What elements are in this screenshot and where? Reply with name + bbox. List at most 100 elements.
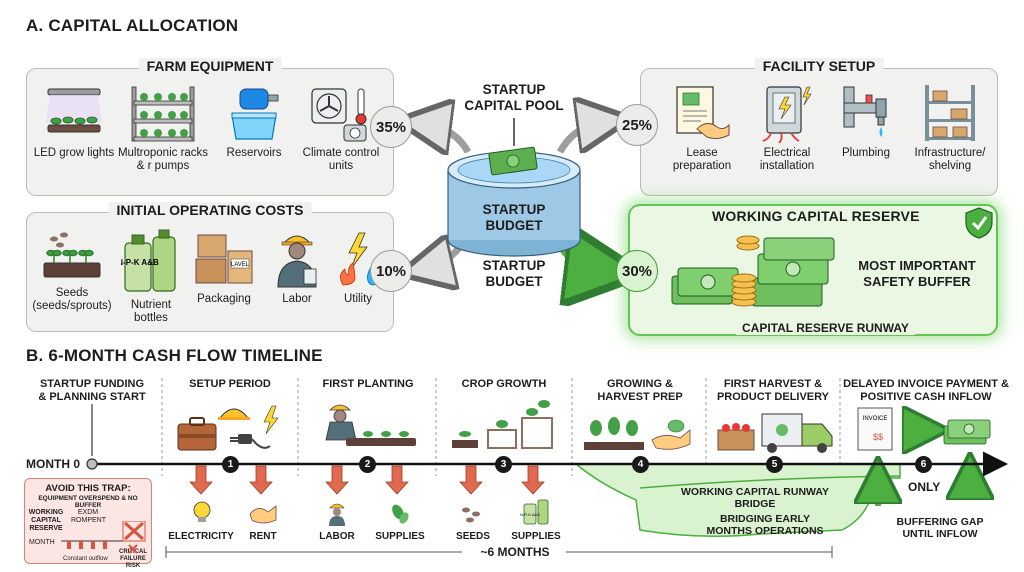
timeline-graphic: INVOICE $$ N-P-K A&B (86, 378, 1008, 558)
timeline-node-2: 2 (359, 456, 376, 473)
facility-setup-percent: 25% (616, 104, 658, 146)
rent-handshake-icon (249, 505, 277, 524)
svg-text:N-P-K A&B: N-P-K A&B (121, 258, 159, 267)
svg-text:LAVEL: LAVEL (231, 262, 250, 268)
reserve-percent: 30% (616, 250, 658, 292)
seeds-icon (462, 507, 480, 523)
bridge-label: WORKING CAPITAL RUNWAY BRIDGE (681, 486, 829, 510)
shelving-icon (925, 85, 975, 141)
hardhat-plug-icon (218, 405, 279, 449)
nutrient-bottle-icon: N-P-K A&B (121, 229, 176, 292)
planting-worker-icon (325, 404, 416, 446)
cost-label-labor: LABOR (319, 531, 355, 542)
reserve-note: MOST IMPORTANT SAFETY BUFFER (858, 258, 976, 289)
allocation-arrows (0, 0, 1024, 345)
supplies-leaf-icon (392, 504, 409, 524)
lease-preparation-item: Lease preparation (661, 83, 743, 173)
shield-check-icon (965, 207, 993, 239)
worker-icon (277, 235, 317, 288)
cost-label-electricity: ELECTRICITY (168, 531, 234, 542)
labor-worker-icon (329, 503, 345, 526)
arrow-to-facility-setup (556, 122, 604, 154)
harvest-delivery-icon (717, 413, 833, 453)
climate-control-icon (311, 88, 367, 142)
led-grow-light-icon (46, 88, 102, 133)
budget-label: STARTUP BUDGET (482, 202, 546, 233)
runway-bridge-area (573, 463, 901, 537)
farm-equipment-title: FARM EQUIPMENT (138, 58, 282, 74)
seeds-item: Seeds (seeds/sprouts) (29, 229, 115, 313)
avoid-trap-box: AVOID THIS TRAP: EQUIPMENT OVERSPEND & N… (24, 478, 152, 569)
reservoirs-item: Reservoirs (215, 85, 293, 160)
svg-text:INVOICE: INVOICE (863, 416, 888, 422)
pool-title: STARTUP CAPITAL POOL (464, 82, 564, 113)
svg-text:$$: $$ (873, 432, 883, 442)
trap-middle-label: EXDM ROMPENT (71, 509, 106, 524)
electrical-installation-item: Electrical installation (747, 83, 827, 173)
timeline-node-5: 5 (766, 456, 783, 473)
budget-label-lower: STARTUP BUDGET (482, 258, 546, 289)
farm-equipment-percent: 35% (370, 106, 412, 148)
operating-costs-panel: INITIAL OPERATING COSTS Seeds (seeds/spr… (26, 202, 394, 332)
nutrient-bottles-item: N-P-K A&B Nutrient bottles (117, 229, 185, 325)
stage-label-0: STARTUP FUNDING & PLANNING START (38, 378, 146, 403)
trap-reserve-label: WORKING CAPITAL RESERVE (28, 509, 64, 532)
timeline-node-4: 4 (632, 456, 649, 473)
money-stack-icon (671, 235, 835, 307)
harvest-prep-icon (584, 417, 691, 450)
buffer-gap-label: BUFFERING GAP UNTIL INFLOW (896, 516, 984, 540)
seed-tray-icon (43, 232, 101, 278)
stage-label-6: DELAYED INVOICE PAYMENT & POSITIVE CASH … (843, 378, 1009, 403)
supplies-bottle-icon: N-P-K A&B (520, 499, 549, 525)
packaging-box-icon: LAVEL (195, 234, 253, 284)
facility-setup-panel: FACILITY SETUP Lease preparation Electri… (640, 58, 998, 196)
stage-label-3: CROP GROWTH (461, 378, 547, 390)
operating-costs-title: INITIAL OPERATING COSTS (108, 202, 312, 218)
duration-label: ~6 MONTHS (480, 545, 550, 559)
trap-subtitle: EQUIPMENT OVERSPEND & NO BUFFER (38, 495, 138, 509)
shelving-item: Infrastructure/ shelving (905, 83, 995, 173)
packaging-item: LAVEL Packaging (187, 229, 261, 306)
startup-capital-pool-icon (447, 146, 581, 257)
lightbulb-icon (193, 501, 211, 522)
arrow-to-farm-equipment (424, 124, 472, 152)
cost-label-rent: RENT (249, 531, 277, 542)
reservoir-pump-icon (231, 88, 279, 140)
stage-label-5: FIRST HARVEST & PRODUCT DELIVERY (716, 378, 830, 403)
trap-month-label: MONTH (29, 539, 55, 546)
plumbing-icon (843, 86, 887, 137)
led-grow-lights-item: LED grow lights (33, 85, 115, 160)
cost-label-seeds: SEEDS (456, 531, 490, 542)
electrical-panel-icon (762, 86, 812, 143)
lease-handshake-icon (676, 86, 730, 140)
farm-equipment-panel: FARM EQUIPMENT LED grow lights Multropon… (26, 58, 394, 196)
timeline-node-3: 3 (495, 456, 512, 473)
cash-inflow-icon (943, 419, 991, 445)
trap-risk-label: CRITICAL FAILURE RISK (119, 549, 147, 569)
bridging-label: BRIDGING EARLY MONTHS OPERATIONS (706, 513, 824, 537)
plumbing-item: Plumbing (831, 83, 901, 160)
only-label: ONLY (908, 480, 941, 494)
timeline-node-6: 6 (915, 456, 932, 473)
facility-setup-title: FACILITY SETUP (754, 58, 884, 74)
stage-label-1: SETUP PERIOD (189, 378, 271, 390)
grow-racks-item: Multroponic racks & r pumps (115, 85, 211, 173)
timeline-node-1: 1 (222, 456, 239, 473)
climate-control-item: Climate control units (293, 85, 389, 173)
reserve-title: WORKING CAPITAL RESERVE (712, 208, 920, 224)
trap-title: AVOID THIS TRAP: (45, 483, 131, 494)
operating-costs-percent: 10% (370, 250, 412, 292)
stage-label-4: GROWING & HARVEST PREP (597, 378, 683, 403)
invoice-icon: INVOICE $$ (857, 407, 893, 451)
month-zero-label: MONTH 0 (26, 457, 80, 471)
cost-label-supplies-2: SUPPLIES (511, 531, 561, 542)
cost-label-supplies: SUPPLIES (375, 531, 425, 542)
stage-label-2: FIRST PLANTING (322, 378, 414, 390)
trap-outflow-label: Constant outflow (63, 556, 108, 562)
labor-item: Labor (267, 229, 327, 306)
section-a-title: A. CAPITAL ALLOCATION (26, 16, 239, 35)
section-b-title: B. 6-MONTH CASH FLOW TIMELINE (26, 346, 323, 365)
crop-growth-icon (452, 400, 553, 449)
svg-text:N-P-K A&B: N-P-K A&B (520, 512, 540, 517)
trap-chart-icon (61, 521, 146, 554)
